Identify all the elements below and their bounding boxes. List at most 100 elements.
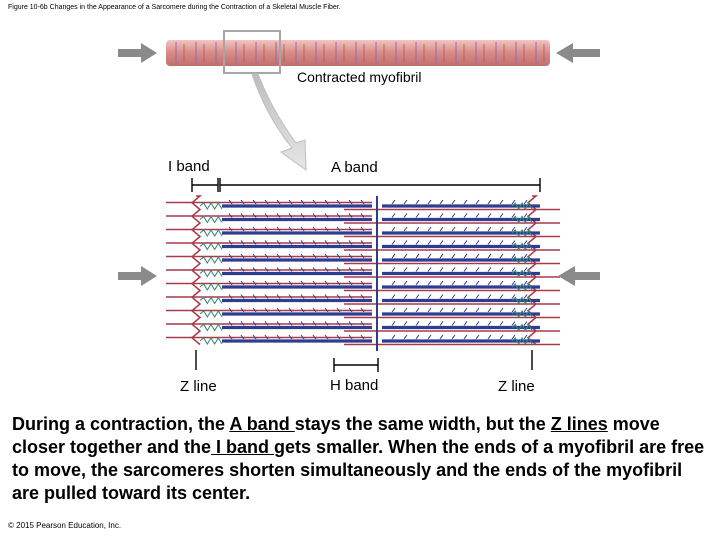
myosin-head [439,226,444,232]
myosin-head [451,280,456,286]
myosin-head [523,334,528,340]
myosin-head [300,294,305,299]
myosin-head [348,253,353,259]
myofibril-highlight-box [223,30,281,74]
myosin-head [252,307,257,313]
right-arrow-middle-icon [558,266,600,286]
myosin-head [336,199,341,205]
myosin-head [427,280,432,286]
myosin-head [240,307,245,313]
myosin-head [475,199,480,205]
myosin-head [523,199,528,205]
myosin-head [288,213,293,218]
myosin-head [312,334,317,340]
myosin-head [276,213,281,218]
myosin-head [228,199,233,205]
myosin-head [451,199,456,205]
myosin-head [487,294,492,299]
myosin-head [391,294,396,299]
caption-i-band: I band [211,437,275,457]
myosin-head [360,334,365,340]
myosin-head [439,280,444,286]
myosin-head [415,267,420,272]
myosin-head [487,226,492,232]
myosin-head [499,280,504,286]
myosin-head [475,213,480,218]
right-arrow-top-icon [556,43,600,63]
i-band-label: I band [168,158,210,175]
caption-z-lines: Z lines [550,414,608,434]
titin-spring [511,336,533,346]
myosin-head [300,321,305,326]
myosin-head [348,267,353,272]
myosin-head [228,280,233,286]
myosin-head [228,267,233,272]
myosin-head [312,213,317,218]
myosin-head [276,267,281,272]
myosin-head [475,321,480,326]
myosin-head [391,226,396,232]
myosin-head [499,321,504,326]
myosin-head [288,321,293,326]
myosin-head [324,199,329,205]
myosin-head [276,199,281,205]
myosin-head [228,213,233,218]
myosin-head [288,307,293,313]
myosin-head [463,226,468,232]
myosin-head [511,334,516,340]
myosin-head [475,294,480,299]
myosin-head [439,253,444,259]
myosin-head [523,267,528,272]
myosin-head [403,280,408,286]
myosin-head [228,253,233,259]
left-arrow-middle-icon [118,266,157,286]
z-line-left-label: Z line [180,378,217,395]
a-band-label: A band [331,159,378,176]
myosin-head [427,334,432,340]
titin-spring [199,296,223,305]
myosin-head [499,213,504,218]
myosin-head [348,199,353,205]
myosin-head [264,334,269,340]
titin-spring [199,269,223,278]
myosin-head [288,226,293,232]
sarcomere-zoom [166,195,560,351]
myosin-head [427,294,432,299]
myosin-head [463,280,468,286]
myosin-head [324,294,329,299]
titin-spring [199,201,223,211]
myosin-head [451,213,456,218]
myosin-head [228,294,233,299]
myosin-head [403,321,408,326]
myosin-head [523,240,528,245]
myosin-head [487,307,492,313]
myosin-head [300,213,305,218]
myosin-head [252,280,257,286]
a-band-bracket [219,178,541,192]
myosin-head [312,226,317,232]
callout-arrow-icon [251,73,307,172]
myosin-head [348,213,353,218]
myosin-head [415,240,420,245]
myosin-head [288,240,293,245]
titin-spring [199,282,223,292]
myosin-head [324,253,329,259]
myosin-head [499,307,504,313]
myosin-head [252,267,257,272]
myosin-head [403,307,408,313]
myosin-head [487,321,492,326]
myosin-head [252,321,257,326]
caption-part-3: move closer together and the [12,414,660,457]
myosin-head [523,280,528,286]
myosin-head [324,307,329,313]
myosin-head [300,280,305,286]
myosin-head [240,253,245,259]
myosin-head [264,226,269,232]
titin-spring [199,215,223,224]
myosin-head [523,226,528,232]
myosin-head [348,294,353,299]
myosin-head [336,240,341,245]
titin-spring [511,215,533,224]
myosin-head [288,267,293,272]
myosin-head [300,240,305,245]
